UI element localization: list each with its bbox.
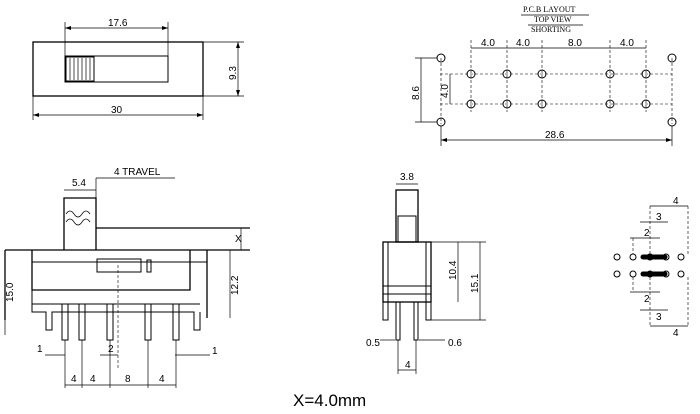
dim-x: X <box>235 234 242 245</box>
dim-pitch-3: 8 <box>125 374 131 385</box>
dim-pitch-1: 4 <box>71 374 77 385</box>
dim-body-height: 12.2 <box>230 275 241 295</box>
body-frame <box>31 250 191 291</box>
circuit-dim-3-bottom: 3 <box>656 312 662 323</box>
pcb-row-spacing: 4.0 <box>440 84 451 98</box>
dim-side-right: 0.6 <box>448 338 462 349</box>
dim-total-height: 15.0 <box>5 282 16 302</box>
dim-9-3: 9.3 <box>228 66 239 80</box>
dim-side-body: 10.4 <box>448 260 459 280</box>
dim-pin-right: 1 <box>212 346 218 357</box>
pcb-layout: P.C.B LAYOUT TOP VIEW SHORTING <box>411 5 677 146</box>
circuit-dim-3-top: 3 <box>656 212 662 223</box>
pcb-title: P.C.B LAYOUT <box>523 5 575 14</box>
pcb-mount-spacing: 8.6 <box>411 86 422 100</box>
mounting-holes <box>436 53 677 127</box>
top-view: 17.6 30 9.3 <box>32 18 244 120</box>
dim-side-left: 0.5 <box>366 338 380 349</box>
dim-17-6: 17.6 <box>108 18 128 29</box>
dim-actuator-5-4: 5.4 <box>72 178 86 189</box>
pins <box>61 303 180 341</box>
dim-side-total: 15.1 <box>470 273 481 293</box>
circuit-dim-4-bottom: 4 <box>673 328 679 339</box>
front-view: 4 TRAVEL 5.4 15.0 12.2 <box>4 167 250 388</box>
circuit-diagram: 4 3 2 2 3 4 <box>613 196 689 339</box>
pcb-pitch-a: 4.0 <box>481 38 495 49</box>
formula-label: X=4.0mm <box>293 391 366 410</box>
top-view-slot <box>64 55 169 83</box>
dim-30: 30 <box>111 105 123 116</box>
circuit-dim-2-top: 2 <box>644 228 650 239</box>
slider-window <box>96 258 142 273</box>
dim-pitch-2: 4 <box>90 374 96 385</box>
pcb-subtitle-shorting: SHORTING <box>531 25 571 34</box>
pcb-pitch-d: 4.0 <box>620 38 634 49</box>
pcb-pitch-b: 4.0 <box>516 38 530 49</box>
travel-label: 4 TRAVEL <box>114 167 161 178</box>
knob-hatch <box>69 58 91 80</box>
dim-side-top: 3.8 <box>400 172 414 183</box>
actuator <box>63 197 97 250</box>
pcb-pitch-c: 8.0 <box>568 38 582 49</box>
dim-pitch-4: 4 <box>159 374 165 385</box>
circuit-dim-2-bottom: 2 <box>644 294 650 305</box>
dim-pin-center: 2 <box>108 344 114 355</box>
pcb-subtitle-top-view: TOP VIEW <box>534 15 572 24</box>
top-view-body <box>32 41 204 97</box>
pcb-total-length: 28.6 <box>545 130 565 141</box>
circuit-dim-4-top: 4 <box>673 196 679 207</box>
top-view-knob <box>65 56 95 82</box>
dim-side-bottom: 4 <box>405 360 411 371</box>
dim-pin-left: 1 <box>37 344 43 355</box>
side-view: 3.8 10.4 15.1 0.5 0.6 4 <box>366 172 486 374</box>
side-body <box>382 241 432 303</box>
pin-holes <box>466 69 651 109</box>
side-pins <box>382 301 432 341</box>
